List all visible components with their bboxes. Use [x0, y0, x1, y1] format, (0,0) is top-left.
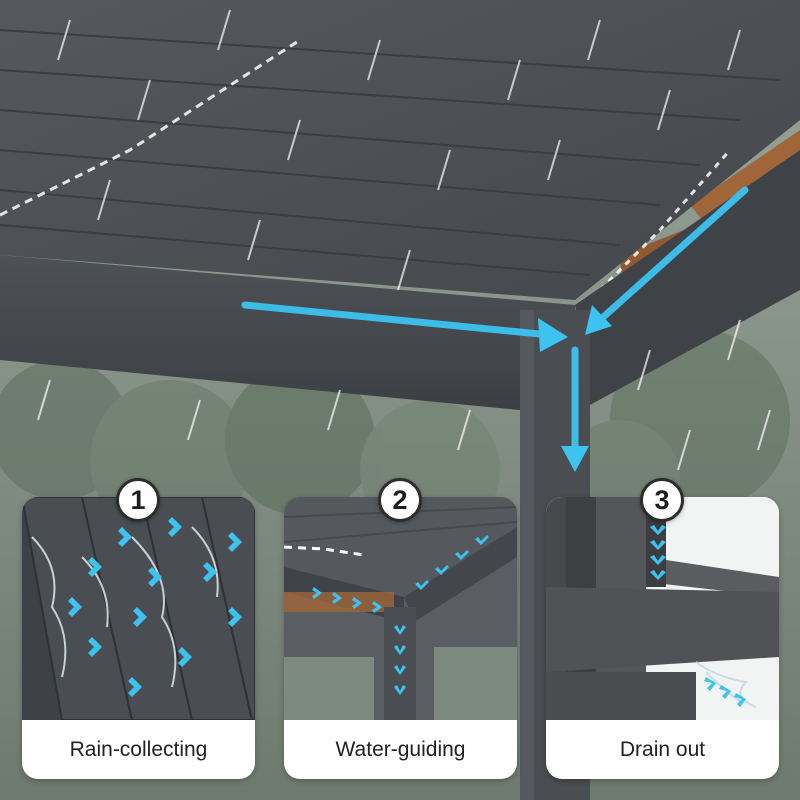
rain-collecting-photo — [22, 497, 255, 720]
rain-streaks — [37, 9, 771, 471]
water-guiding-photo — [284, 497, 517, 720]
step-label-drain-out: Drain out — [619, 737, 706, 761]
side-beam — [575, 150, 800, 405]
step-card-rain-collecting: Rain-collecting — [22, 497, 255, 779]
water-flow-arrows — [241, 186, 749, 454]
step-number-badge-3: 3 — [640, 478, 684, 522]
dashed-seam — [0, 38, 301, 217]
step-card-water-guiding: Water-guiding — [284, 497, 517, 779]
chevron-markers — [68, 517, 242, 697]
arrowheads — [538, 305, 612, 472]
step-label-water-guiding: Water-guiding — [335, 737, 466, 761]
water-splashes — [31, 526, 219, 688]
dashed-seam-right — [598, 149, 732, 292]
drain-out-photo — [546, 497, 779, 720]
roof-slat-lines — [0, 29, 781, 276]
roof-surface — [0, 0, 800, 300]
step-label-rain-collecting: Rain-collecting — [69, 737, 208, 761]
front-beam — [0, 255, 575, 410]
step-number-badge-2: 2 — [378, 478, 422, 522]
step-card-drain-out: Drain out — [546, 497, 779, 779]
step-number-badge-1: 1 — [116, 478, 160, 522]
